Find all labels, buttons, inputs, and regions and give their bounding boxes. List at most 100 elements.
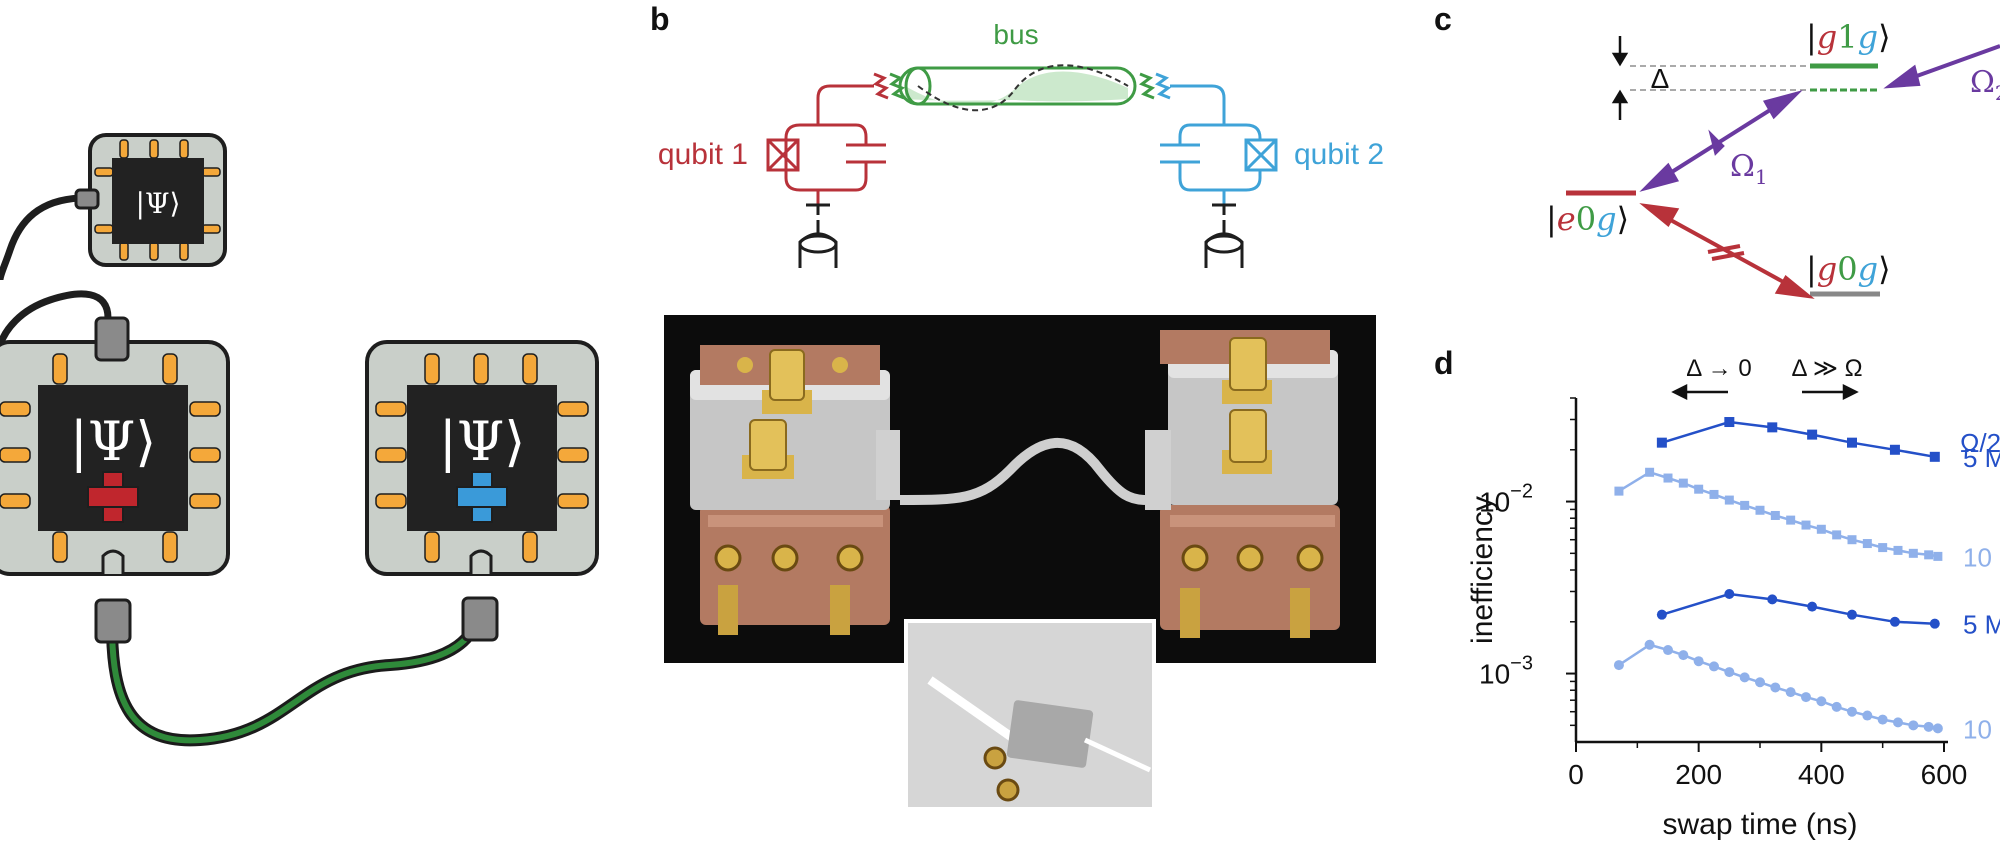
data-point xyxy=(1709,489,1719,499)
x-tick-label: 200 xyxy=(1675,759,1722,790)
x-axis-label: swap time (ns) xyxy=(1662,808,1857,841)
label-g0g: |g0g⟩ xyxy=(1806,250,1891,288)
legend-top-label: Ω/2 xyxy=(1960,428,2000,458)
data-point xyxy=(1877,714,1888,725)
omega2-arrow xyxy=(1883,44,2000,89)
data-point xyxy=(1807,429,1818,440)
left-chip-top-connector xyxy=(94,316,130,362)
right-module xyxy=(1145,330,1340,638)
series-label: 10 M xyxy=(1963,542,2000,572)
x-tick-label: 600 xyxy=(1921,759,1968,790)
left-chip-ket: |Ψ⟩ xyxy=(70,410,157,473)
panel-a: |Ψ⟩ |Ψ⟩ xyxy=(0,133,599,747)
data-point xyxy=(1831,701,1842,712)
left-chip-bottom-connector xyxy=(94,598,132,644)
data-point xyxy=(1847,535,1857,545)
omega2-label: Ω2 xyxy=(1970,65,2000,105)
right-chip: |Ψ⟩ xyxy=(365,340,599,642)
data-point xyxy=(1908,720,1919,731)
inset-photo xyxy=(904,619,1156,811)
y-axis-label: inefficiency xyxy=(1466,496,1499,644)
panel-letter-b: b xyxy=(650,1,670,37)
series-0: 5 M xyxy=(1656,417,2000,473)
label-g1g: |g1g⟩ xyxy=(1806,18,1891,56)
left-module xyxy=(690,345,900,635)
data-point xyxy=(1694,484,1704,494)
coax-link xyxy=(899,438,1147,505)
data-point xyxy=(1613,660,1624,671)
data-point xyxy=(1929,618,1940,629)
small-chip-connector xyxy=(74,188,100,210)
cable-left-chip-top xyxy=(0,290,112,347)
readout-1 xyxy=(798,203,838,268)
data-point xyxy=(1786,515,1796,525)
data-point xyxy=(1693,656,1704,667)
data-point xyxy=(1807,601,1818,612)
bus-coupling-arrow xyxy=(1639,203,1815,299)
data-point xyxy=(1893,717,1903,728)
qubit-1-circuit xyxy=(766,84,886,205)
right-chip-pads xyxy=(375,353,589,563)
omega1-label: Ω1 xyxy=(1730,149,1768,189)
data-point xyxy=(1801,520,1811,530)
small-chip: |Ψ⟩ xyxy=(74,133,227,267)
data-point xyxy=(1816,524,1826,534)
data-point xyxy=(1644,639,1655,650)
right-chip-bottom-notch xyxy=(469,549,493,574)
data-point xyxy=(1678,478,1688,488)
qubit-1-label: qubit 1 xyxy=(658,138,748,171)
data-point xyxy=(1656,437,1667,448)
small-chip-ket: |Ψ⟩ xyxy=(136,187,181,220)
data-point xyxy=(1889,444,1900,455)
data-point xyxy=(1785,687,1796,698)
data-point xyxy=(1908,548,1918,558)
right-chip-bottom-connector xyxy=(461,596,499,642)
data-point xyxy=(1923,721,1934,732)
device-photo xyxy=(664,315,1376,811)
arrow-right-label: Δ ≫ Ω xyxy=(1791,355,1862,382)
data-point xyxy=(1767,594,1778,605)
data-point xyxy=(1663,645,1673,656)
data-point xyxy=(1770,682,1781,693)
series-2: 5 M xyxy=(1656,589,2000,640)
data-point xyxy=(1889,616,1900,627)
data-point xyxy=(1724,495,1734,505)
coax-cable xyxy=(109,599,483,744)
data-point xyxy=(1739,672,1750,683)
right-chip-ket: |Ψ⟩ xyxy=(439,410,526,473)
data-point xyxy=(1614,486,1624,496)
arrow-right xyxy=(1802,383,1859,401)
series-label: 5 M xyxy=(1963,610,2000,640)
series-3: 10 M xyxy=(1613,639,2000,744)
data-point xyxy=(1724,589,1735,600)
data-point xyxy=(1862,539,1872,549)
data-point xyxy=(1933,551,1943,561)
panel-letter-d: d xyxy=(1434,345,1454,381)
data-point xyxy=(1755,677,1765,688)
series-label: 10 M xyxy=(1963,714,2000,744)
arrow-left-label: Δ → 0 xyxy=(1686,355,1751,382)
data-point xyxy=(1847,609,1857,620)
bus-resonator xyxy=(872,64,1172,112)
data-point xyxy=(1724,417,1735,428)
data-point xyxy=(1724,667,1735,678)
left-chip-plus xyxy=(87,471,139,523)
data-point xyxy=(1832,530,1842,540)
small-chip-die xyxy=(112,158,204,244)
data-point xyxy=(1709,661,1719,672)
panel-c: c Δ |g1g⟩ |e0g⟩ |g0g⟩ Ω1 xyxy=(1434,1,2000,299)
left-chip: |Ψ⟩ xyxy=(0,316,230,644)
panel-letter-c: c xyxy=(1434,1,1452,37)
y-tick-label: 10−2 xyxy=(1479,481,1533,518)
data-point xyxy=(1929,451,1940,462)
y-tick-label: 10−3 xyxy=(1479,653,1533,690)
panel-b: b bus xyxy=(650,1,1384,811)
series-label: 5 M xyxy=(1963,443,2000,473)
omega1-arrow xyxy=(1639,90,1803,192)
delta-arrows xyxy=(1611,36,1629,120)
data-point xyxy=(1847,706,1857,717)
left-chip-bottom-notch xyxy=(101,549,125,574)
data-point xyxy=(1656,609,1667,620)
